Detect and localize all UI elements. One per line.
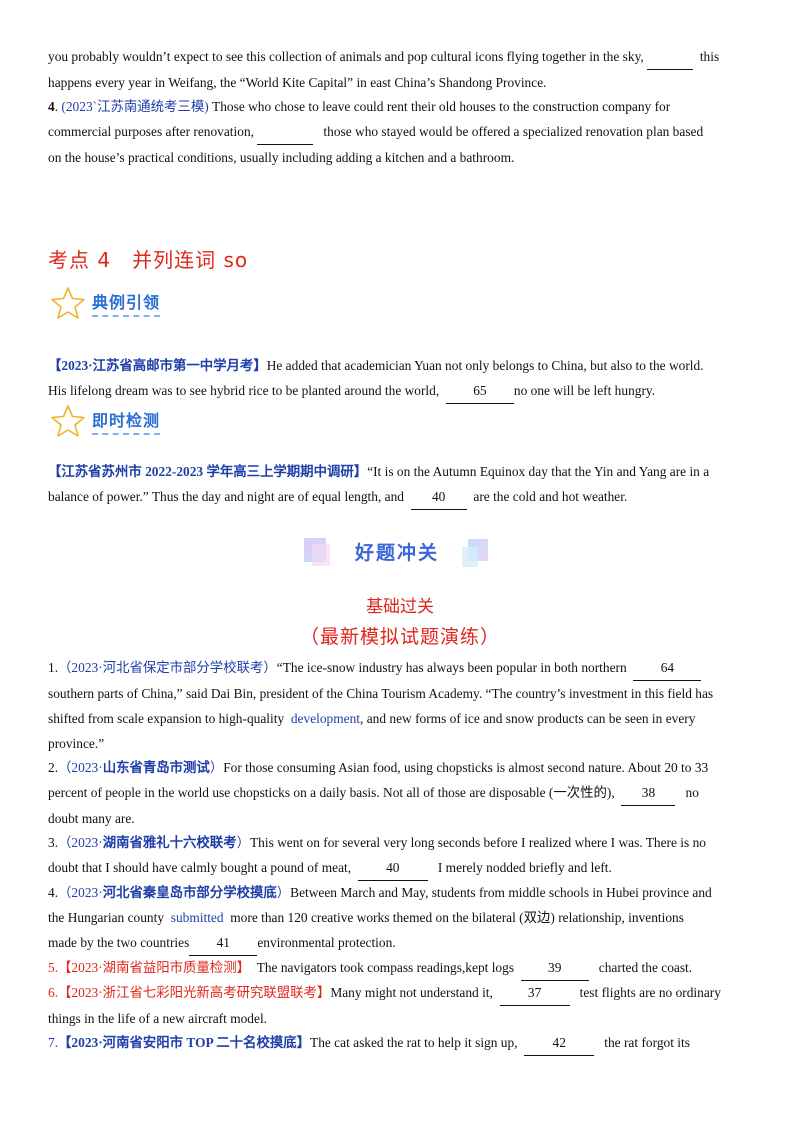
text-line: Many might not understand it, (330, 985, 493, 1000)
text-line: Between March and May, students from mid… (290, 885, 712, 900)
answer-blank[interactable]: 39 (520, 955, 589, 981)
question-2: 2.（2023·山东省青岛市测试）For those consuming Asi… (48, 755, 752, 831)
question-source: ） (236, 835, 250, 850)
question-number: 1. (48, 660, 59, 675)
basic-title: 基础过关 (366, 597, 434, 617)
text-line: no (685, 785, 699, 800)
text-line: province.” (48, 736, 105, 751)
text-line: happens every year in Weifang, the “Worl… (48, 75, 547, 90)
badge-example: 典例引领 (50, 286, 161, 320)
banner-decoration (304, 538, 488, 567)
text-line: are the cold and hot weather. (473, 489, 628, 504)
basic-subtitle: （最新模拟试题演练） (299, 626, 500, 648)
example-question: 【2023·江苏省高邮市第一中学月考】He added that academi… (48, 353, 752, 404)
question-source: 【2023·浙江省七彩阳光新高考研究联盟联考】 (58, 985, 331, 1000)
text-line: balance of power.” Thus the day and nigh… (48, 489, 404, 504)
text-line: environmental protection. (257, 935, 396, 950)
text-line: “The ice-snow industry has always been p… (276, 660, 627, 675)
badge-check: 即时检测 (50, 404, 161, 438)
star-icon (51, 287, 85, 319)
answer-blank[interactable] (257, 119, 314, 145)
question-source: 湖南省雅礼十六校联考 (102, 835, 237, 850)
banner-title: 好题冲关 (354, 542, 439, 564)
question-number: 5. (48, 960, 59, 975)
answer-blank[interactable]: 65 (445, 378, 514, 404)
question-source: 山东省青岛市测试 (102, 760, 210, 775)
highlight-word: development (290, 711, 361, 726)
text-line: you probably wouldn’t expect to see this… (48, 49, 644, 64)
text-line: on the house’s practical conditions, usu… (48, 150, 515, 165)
text-line: southern parts of China,” said Dai Bin, … (48, 686, 714, 701)
banner-good-questions: 好题冲关 (300, 535, 494, 571)
question-source: 【江苏省苏州市 2022-2023 学年高三上学期期中调研】 (48, 464, 368, 479)
answer-blank[interactable]: 64 (633, 655, 702, 681)
text-line: percent of people in the world use chops… (48, 785, 615, 800)
star-icon (51, 405, 85, 437)
question-source: 河北省秦皇岛市部分学校摸底 (102, 885, 277, 900)
question-number: 3. (48, 835, 59, 850)
question-1: 1.（2023·河北省保定市部分学校联考）“The ice-snow indus… (48, 655, 752, 756)
question-4: 4.（2023·河北省秦皇岛市部分学校摸底）Between March and … (48, 880, 752, 956)
text-line: shifted from scale expansion to high-qua… (48, 711, 285, 726)
answer-blank[interactable]: 41 (189, 930, 258, 956)
text-line: no one will be left hungry. (513, 383, 656, 398)
text-line: doubt many are. (48, 811, 135, 826)
badge-label: 典例引领 (92, 289, 161, 317)
text-line: more than 120 creative works themed on t… (230, 910, 684, 925)
question-4-top: 4. (2023`江苏南通统考三模) Those who chose to le… (48, 94, 752, 170)
text-line: those who stayed would be offered a spec… (323, 124, 704, 139)
question-source: 【2023·江苏省高邮市第一中学月考】 (48, 358, 267, 373)
text-line: “It is on the Autumn Equinox day that th… (367, 464, 710, 479)
text-line: His lifelong dream was to see hybrid ric… (48, 383, 440, 398)
question-source: 【2023·河南省安阳市 TOP 二十名校摸底】 (58, 1035, 311, 1050)
answer-blank[interactable]: 40 (357, 855, 428, 881)
text-line: things in the life of a new aircraft mod… (48, 1011, 268, 1026)
section-title: 考点 4 并列连词 so (48, 248, 249, 272)
text-line: doubt that I should have calmly bought a… (48, 860, 352, 875)
answer-blank[interactable]: 40 (410, 484, 467, 510)
text-line: test flights are no ordinary (579, 985, 721, 1000)
text-line: The navigators took compass readings,kep… (256, 960, 515, 975)
question-source: （2023· (58, 885, 103, 900)
question-number: 4 (48, 99, 55, 114)
text-line: Those who chose to leave could rent thei… (208, 99, 671, 114)
text-line: For those consuming Asian food, using ch… (223, 760, 709, 775)
question-source: （2023·河北省保定市部分学校联考） (58, 660, 277, 675)
text-line: , and new forms of ice and snow products… (360, 711, 696, 726)
paragraph-kite: you probably wouldn’t expect to see this… (48, 44, 752, 95)
answer-blank[interactable]: 38 (621, 780, 676, 806)
text-line: the Hungarian county (48, 910, 165, 925)
text-line: the rat forgot its (604, 1035, 690, 1050)
badge-label: 即时检测 (92, 407, 161, 435)
question-source: ） (209, 760, 224, 775)
question-3: 3.（2023·湖南省雅礼十六校联考）This went on for seve… (48, 830, 752, 881)
question-number: 4. (48, 885, 59, 900)
question-source: 【2023·湖南省益阳市质量检测】 (58, 960, 250, 975)
text-line: commercial purposes after renovation, (48, 124, 254, 139)
text-line: This went on for several very long secon… (249, 835, 706, 850)
check-question: 【江苏省苏州市 2022-2023 学年高三上学期期中调研】“It is on … (48, 459, 752, 510)
question-number: 6. (48, 985, 59, 1000)
question-number: 2. (48, 760, 59, 775)
answer-blank[interactable] (647, 44, 694, 70)
question-source: （2023· (58, 835, 103, 850)
answer-blank[interactable]: 42 (524, 1030, 595, 1056)
highlight-word: submitted (170, 910, 224, 925)
text-line: made by the two countries (48, 935, 190, 950)
question-source: ） (276, 885, 291, 900)
answer-blank[interactable]: 37 (499, 980, 570, 1006)
question-5: 5.【2023·湖南省益阳市质量检测】 The navigators took … (48, 955, 752, 981)
question-6: 6.【2023·浙江省七彩阳光新高考研究联盟联考】Many might not … (48, 980, 752, 1031)
text-line: He added that academician Yuan not only … (266, 358, 704, 373)
question-source: （2023· (58, 760, 103, 775)
question-source: (2023`江苏南通统考三模) (61, 99, 209, 114)
question-number: 7. (48, 1035, 59, 1050)
text-line: charted the coast. (598, 960, 693, 975)
question-7: 7.【2023·河南省安阳市 TOP 二十名校摸底】The cat asked … (48, 1030, 752, 1056)
text-line: The cat asked the rat to help it sign up… (310, 1035, 518, 1050)
text-line: this (699, 49, 720, 64)
text-line: I merely nodded briefly and left. (437, 860, 612, 875)
